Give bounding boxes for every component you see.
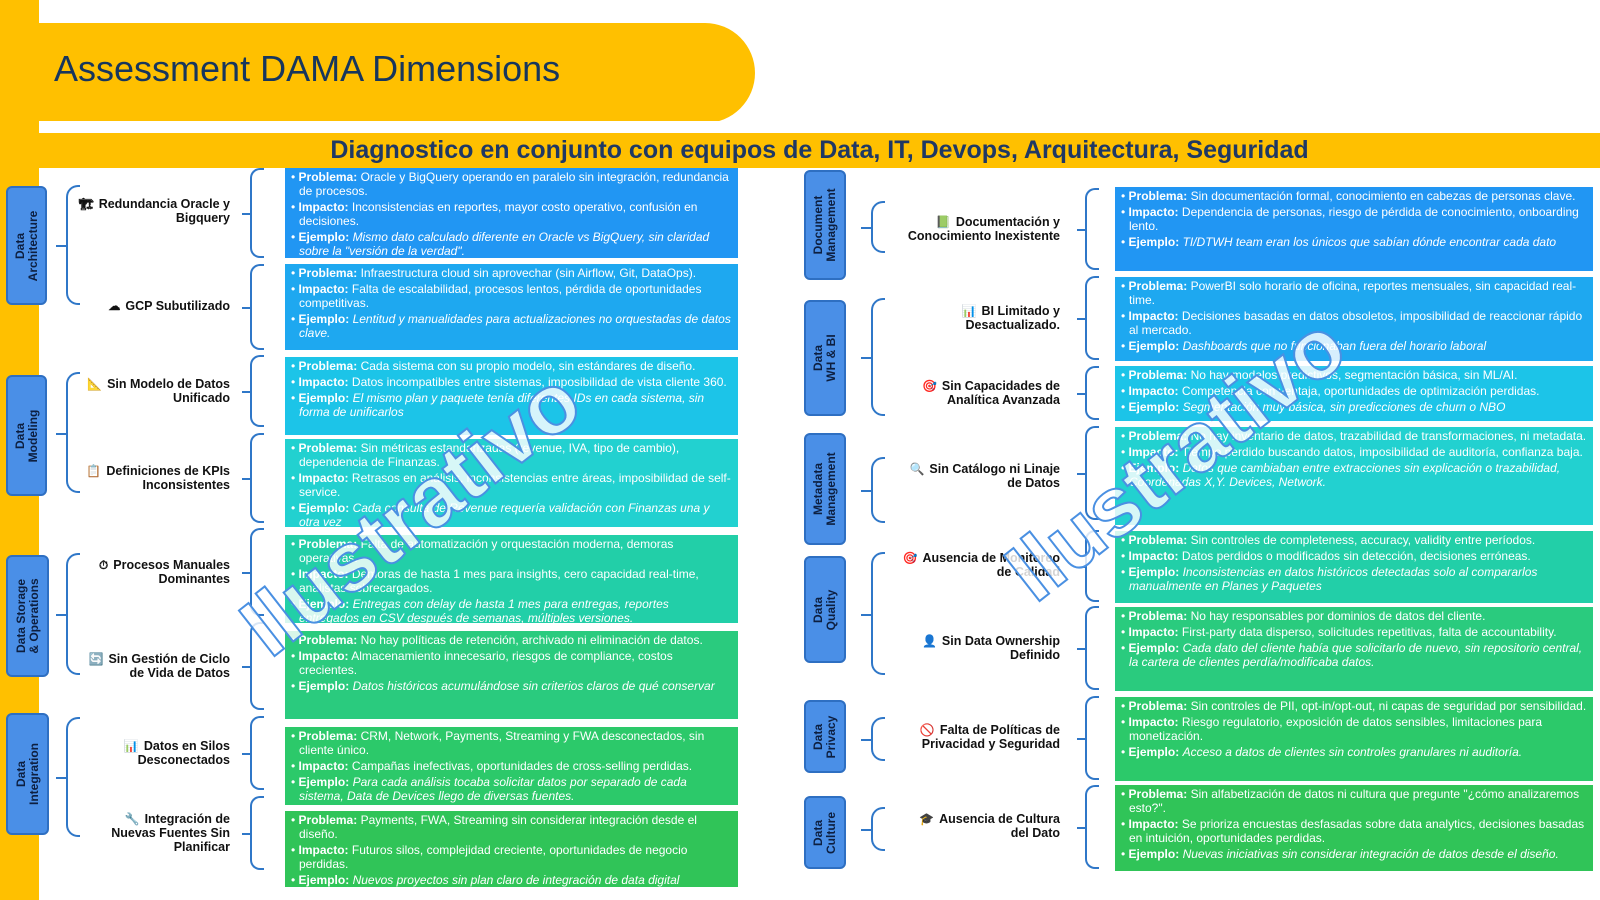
issue-card: • Problema: No hay modelos predictivos, …: [1115, 366, 1593, 421]
issue-bracket: [1077, 276, 1099, 360]
dimension-bracket: [56, 553, 80, 675]
issue-title: 🚫Falta de Políticas de Privacidad y Segu…: [919, 723, 1060, 751]
bar-chart-icon: 📊: [123, 739, 139, 753]
issue-title: 🎯Sin Capacidades de Analítica Avanzada: [921, 379, 1060, 407]
person-icon: 👤: [921, 634, 937, 648]
issue-card: • Problema: Sin controles de PII, opt-in…: [1115, 697, 1593, 781]
issue-title: ⏱Procesos Manuales Dominantes: [98, 558, 230, 586]
issue-card: • Problema: Sin alfabetización de datos …: [1115, 785, 1593, 871]
issue-bracket: [242, 622, 264, 710]
issue-title: 📊Datos en Silos Desconectados: [123, 739, 230, 767]
dimension-bracket: [56, 717, 80, 837]
target-icon: 🎯: [921, 379, 937, 393]
dimension-data-privacy: Data Privacy: [804, 700, 846, 773]
issue-bracket: [242, 796, 264, 870]
issue-card: • Problema: Sin controles de completenes…: [1115, 531, 1593, 603]
book-icon: 📗: [935, 215, 951, 229]
dimension-data-integration: Data Integration: [6, 713, 49, 835]
issue-title: 🔧Integración de Nuevas Fuentes Sin Plani…: [111, 812, 230, 854]
issue-title: 🏗Redundancia Oracle y Bigquery: [78, 197, 230, 225]
bar-chart-icon: 📊: [961, 304, 977, 318]
issue-card: • Problema: PowerBI solo horario de ofic…: [1115, 277, 1593, 361]
dimension-data-wh-bi: Data WH & BI: [804, 300, 846, 416]
issue-card: • Problema: No hay responsables por domi…: [1115, 607, 1593, 691]
prohibited-icon: 🚫: [919, 723, 935, 737]
issue-bracket: [1077, 606, 1099, 690]
issue-bracket: [1077, 188, 1099, 270]
subtitle-bar: Diagnostico en conjunto con equipos de D…: [39, 133, 1600, 168]
dimension-bracket: [861, 807, 885, 851]
issue-title: 🔍Sin Catálogo ni Linaje de Datos: [909, 462, 1060, 490]
clipboard-icon: 📋: [86, 464, 102, 478]
dimension-bracket: [861, 717, 885, 761]
issue-card: • Problema: No hay políticas de retenció…: [285, 631, 738, 719]
issue-title: 🎓Ausencia de Cultura del Dato: [919, 812, 1060, 840]
dimension-bracket: [861, 298, 885, 416]
issue-card: • Problema: Infraestructura cloud sin ap…: [285, 264, 738, 350]
issue-title: 📋Definiciones de KPIs Inconsistentes: [86, 464, 230, 492]
ruler-icon: 📐: [87, 377, 103, 391]
issue-title: 👤Sin Data Ownership Definido: [921, 634, 1060, 662]
dimension-data-architecture: Data Architecture: [6, 186, 47, 305]
issue-title: 📗Documentación y Conocimiento Inexistent…: [907, 215, 1060, 243]
title-banner: [0, 23, 755, 123]
issue-bracket: [1077, 785, 1099, 869]
issue-card: • Problema: Sin documentación formal, co…: [1115, 187, 1593, 271]
issue-bracket: [1077, 366, 1099, 420]
issue-bracket: [242, 528, 264, 616]
cycle-icon: 🔄: [88, 652, 104, 666]
issue-title: 📐Sin Modelo de Datos Unificado: [87, 377, 230, 405]
dimension-metadata-management: Metadata Management: [804, 433, 846, 545]
issue-title: ☁GCP Subutilizado: [108, 299, 230, 313]
dimension-data-quality: Data Quality: [804, 556, 846, 663]
stopwatch-icon: ⏱: [98, 558, 109, 572]
issue-bracket: [1077, 426, 1099, 520]
issue-card: • Problema: Sin métricas estandarizadas …: [285, 439, 738, 527]
issue-card: • Problema: No hay inventario de datos, …: [1115, 427, 1593, 525]
issue-bracket: [242, 433, 264, 523]
issue-card: • Problema: Oracle y BigQuery operando e…: [285, 168, 738, 258]
magnifier-icon: 🔍: [909, 462, 925, 476]
issue-bracket: [242, 355, 264, 427]
wrench-icon: 🔧: [124, 812, 140, 826]
issue-bracket: [1077, 696, 1099, 780]
issue-card: • Problema: Falta de automatización y or…: [285, 535, 738, 623]
dimension-bracket: [861, 552, 885, 675]
issue-card: • Problema: Payments, FWA, Streaming sin…: [285, 811, 738, 887]
issue-title: 🔄Sin Gestión de Ciclo de Vida de Datos: [88, 652, 231, 680]
dimension-bracket: [861, 457, 885, 523]
cloud-icon: ☁: [108, 299, 121, 313]
graduation-cap-icon: 🎓: [919, 812, 935, 826]
dimension-data-storage-operations: Data Storage & Operations: [6, 555, 49, 677]
dimension-bracket: [861, 201, 885, 253]
issue-bracket: [242, 716, 264, 790]
issue-card: • Problema: Cada sistema con su propio m…: [285, 357, 738, 435]
dimension-document-management: Document Management: [804, 170, 846, 280]
issue-bracket: [242, 168, 264, 258]
dimension-data-culture: Data Culture: [804, 796, 846, 869]
dimension-bracket: [56, 372, 80, 493]
dimension-data-modeling: Data Modeling: [6, 375, 47, 496]
construction-icon: 🏗: [78, 197, 94, 211]
issue-title: 🎯Ausencia de Monitoreo de Calidad: [902, 551, 1060, 579]
page-subtitle: Diagnostico en conjunto con equipos de D…: [330, 136, 1309, 164]
divider: [39, 121, 759, 125]
target-icon: 🎯: [902, 551, 918, 565]
issue-title: 📊BI Limitado y Desactualizado.: [961, 304, 1060, 332]
issue-card: • Problema: CRM, Network, Payments, Stre…: [285, 727, 738, 805]
issue-bracket: [242, 264, 264, 350]
page-title: Assessment DAMA Dimensions: [54, 48, 561, 89]
issue-bracket: [1077, 530, 1099, 602]
dimension-bracket: [56, 185, 80, 305]
